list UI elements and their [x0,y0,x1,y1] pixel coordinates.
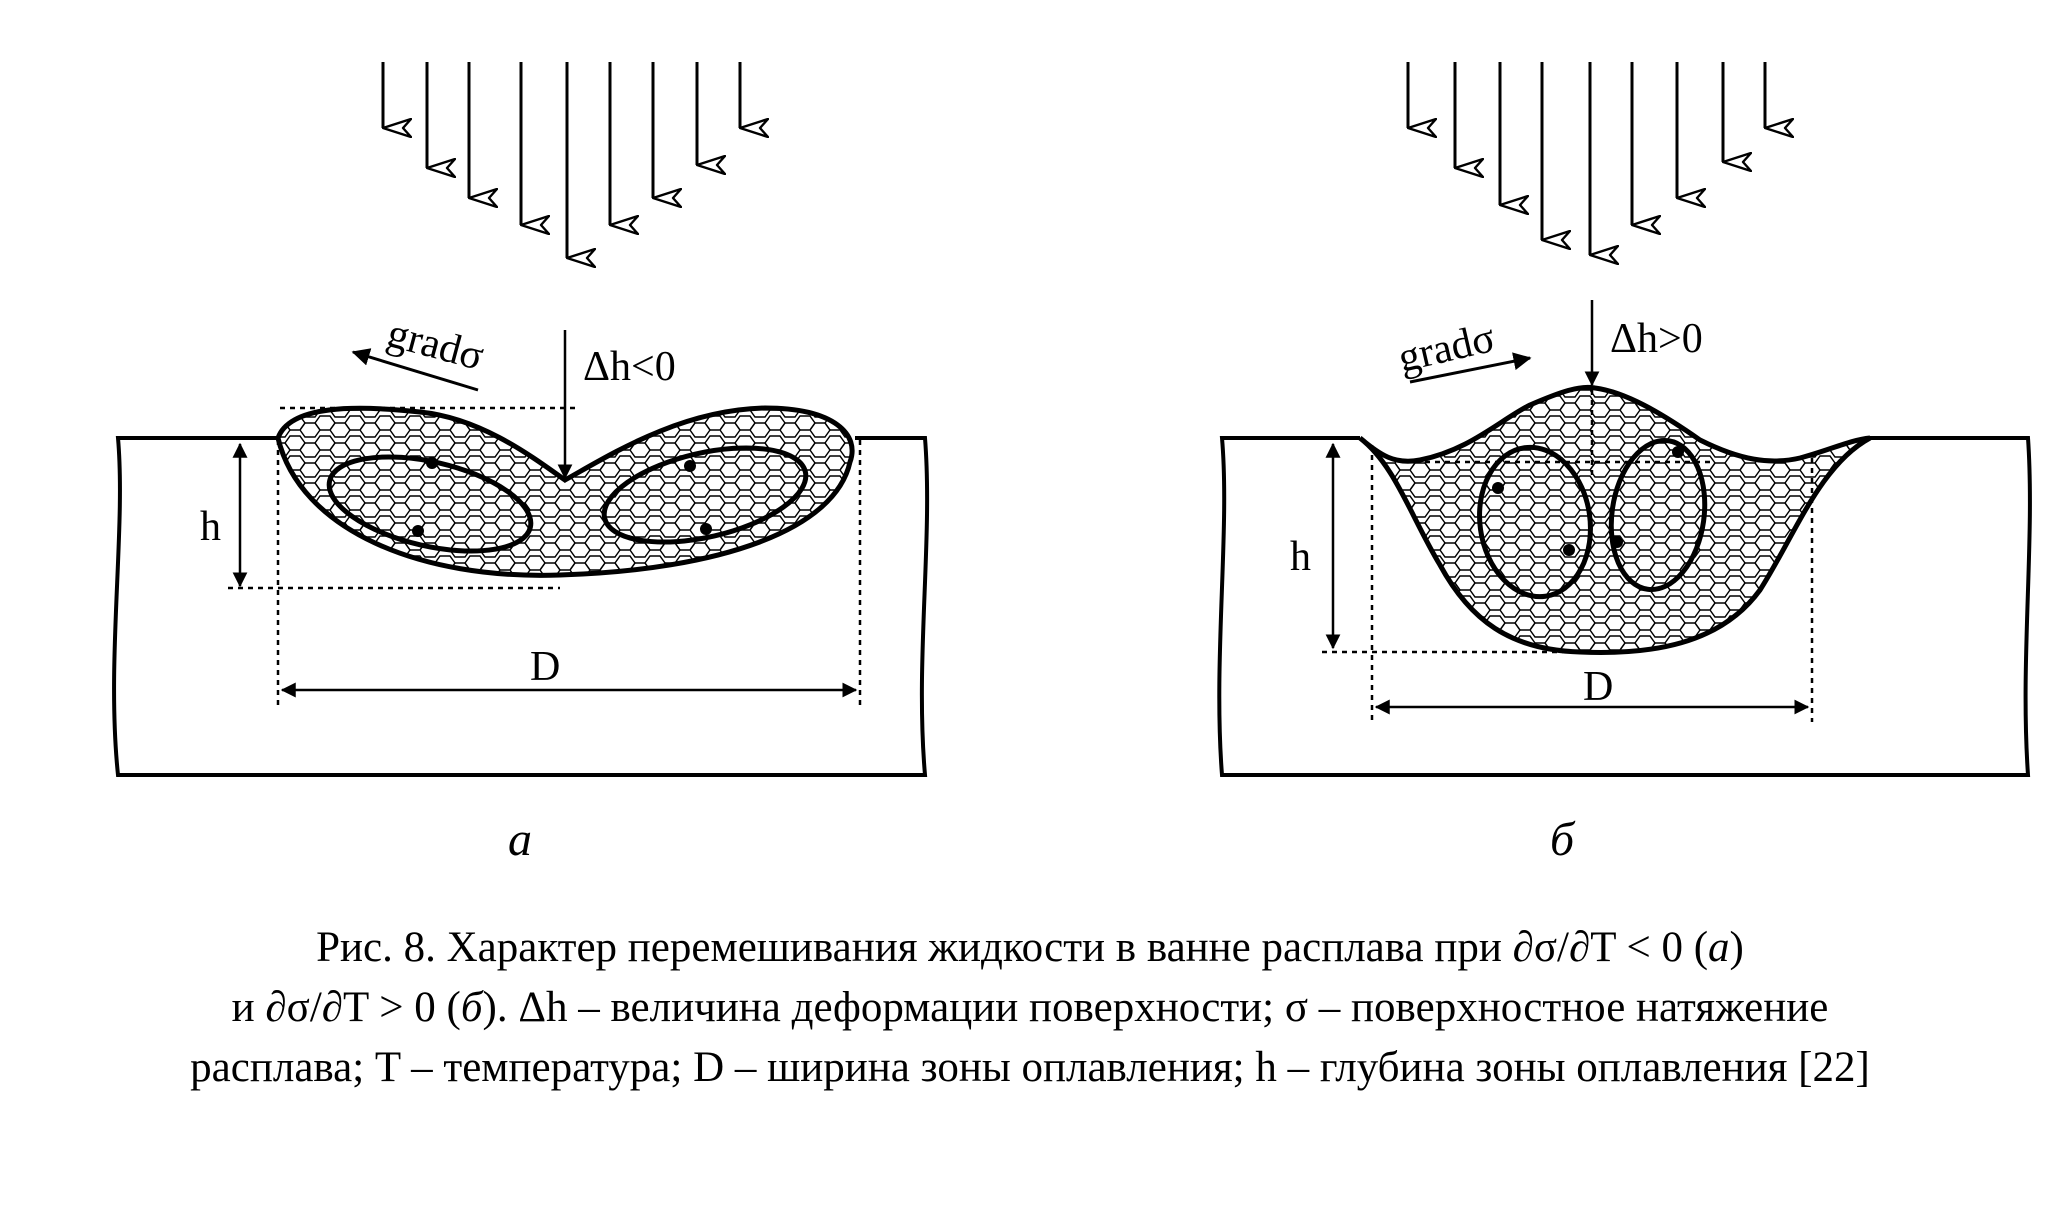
beam-arrows-a [381,62,740,258]
substrate-b [1217,436,2032,777]
depth-label-a: h [200,504,221,550]
grad-sigma-label-b: gradσ [1394,315,1499,382]
flow-dot [1672,446,1684,458]
caption-formula-positive: ∂σ/∂T > 0 [265,984,436,1031]
width-label-a: D [530,644,560,690]
depth-label-b: h [1290,534,1311,580]
width-label-b: D [1583,664,1613,710]
convection-loop-right [601,445,809,545]
melt-pool-b [1358,384,1872,655]
flow-dot [1492,482,1504,494]
delta-h-label-b: Δh>0 [1610,316,1703,362]
convection-loop-right-b [1608,437,1708,593]
flow-dot [700,523,712,535]
flow-dot [1611,536,1623,548]
flow-dot [412,525,424,537]
delta-h-label-a: Δh<0 [583,344,676,390]
panel-letter-b: б [1550,813,1576,866]
panel-letter-a: а [508,813,532,866]
substrate-a [112,436,930,777]
grad-arrow-b [1409,352,1532,384]
caption-line-1: Рис. 8. Характер перемешивания жидкости … [0,918,2060,978]
caption-line-3: расплава; T – температура; D – ширина зо… [190,1044,1870,1091]
convection-loop-left [326,454,534,554]
caption-tag-open-2: ( [446,984,461,1031]
panel-a: gradσ Δh<0 h D а [112,62,930,866]
caption-line-2-rest: ). Δh – величина деформации поверхности;… [482,984,1829,1031]
caption-formula-negative: ∂σ/∂T < 0 [1512,924,1683,971]
figure-caption: Рис. 8. Характер перемешивания жидкости … [0,918,2060,1098]
caption-tag-a: а [1708,924,1730,971]
caption-line-2: и ∂σ/∂T > 0 (б). Δh – величина деформаци… [0,978,2060,1038]
caption-line-2-start: и [231,984,255,1031]
panel-b: gradσ Δh>0 h D б [1217,62,2032,866]
caption-tag-b: б [460,984,483,1031]
grad-arrow-a [351,348,479,392]
flow-dot [1563,544,1575,556]
flow-dot [684,460,696,472]
caption-line-1-text: Рис. 8. Характер перемешивания жидкости … [316,924,1502,971]
caption-tag-open: ( [1693,924,1709,971]
beam-arrows-b [1406,62,1765,255]
flow-dot [426,457,438,469]
grad-sigma-label-a: gradσ [382,310,488,380]
convection-loop-left-b [1477,444,1593,600]
caption-tag-close: ) [1729,924,1744,971]
